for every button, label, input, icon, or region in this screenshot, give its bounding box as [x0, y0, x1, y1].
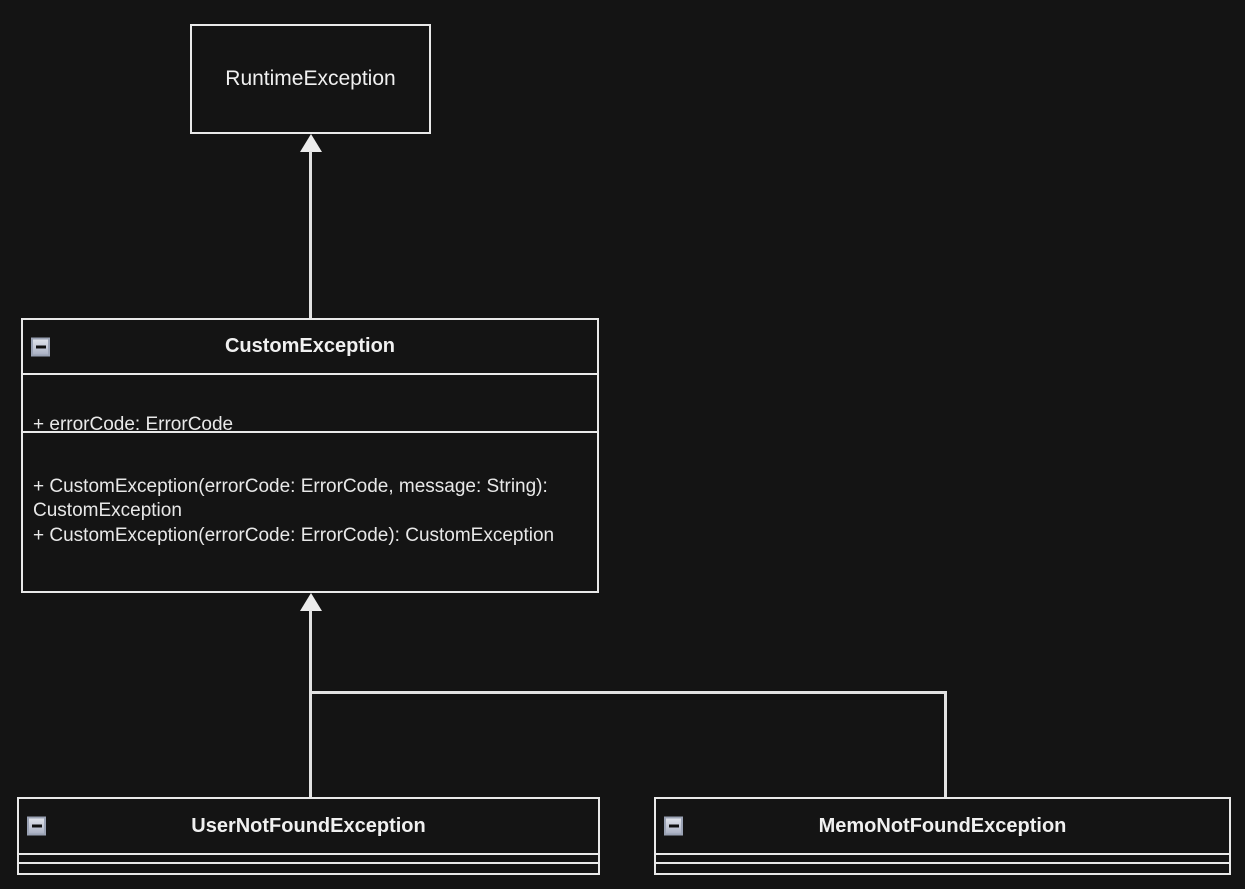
methods-compartment-user-not-found-exception	[19, 862, 598, 871]
collapse-minus-bar	[35, 345, 46, 348]
class-header-runtime-exception: RuntimeException	[192, 26, 429, 132]
methods-compartment-custom-exception: + CustomException(errorCode: ErrorCode, …	[23, 431, 597, 591]
collapse-minus-bar	[668, 824, 679, 828]
class-name-memo-not-found-exception: MemoNotFoundException	[818, 814, 1067, 837]
attributes-compartment-memo-not-found-exception	[656, 853, 1229, 862]
attributes-compartment-user-not-found-exception	[19, 853, 598, 862]
generalization-line-usernotfound-to-custom	[309, 610, 312, 797]
generalization-line-memonotfound-to-custom	[944, 691, 947, 797]
class-box-memo-not-found-exception[interactable]: MemoNotFoundException	[654, 797, 1231, 875]
generalization-arrowhead-to-custom-exception	[300, 593, 322, 611]
methods-compartment-memo-not-found-exception	[656, 862, 1229, 871]
collapse-minus-icon[interactable]	[664, 816, 683, 836]
class-header-custom-exception: CustomException	[23, 320, 597, 373]
class-box-runtime-exception[interactable]: RuntimeException	[190, 24, 431, 134]
method-list-custom-exception: + CustomException(errorCode: ErrorCode, …	[33, 475, 555, 547]
class-header-memo-not-found-exception: MemoNotFoundException	[656, 799, 1229, 853]
class-name-runtime-exception: RuntimeException	[225, 67, 396, 90]
generalization-arrowhead-to-runtime-exception	[300, 134, 322, 152]
generalization-line-custom-to-runtime	[309, 151, 312, 318]
attribute-error-code: + errorCode: ErrorCode	[33, 413, 234, 435]
class-name-custom-exception: CustomException	[224, 335, 396, 357]
generalization-branch-horizontal-memonotfound	[309, 691, 947, 694]
class-box-custom-exception[interactable]: CustomException + errorCode: ErrorCode +…	[21, 318, 599, 593]
collapse-minus-bar	[31, 824, 42, 828]
attributes-compartment-custom-exception: + errorCode: ErrorCode	[23, 373, 597, 435]
collapse-minus-icon[interactable]	[31, 337, 50, 356]
class-header-user-not-found-exception: UserNotFoundException	[19, 799, 598, 853]
collapse-minus-icon[interactable]	[27, 816, 46, 836]
class-box-user-not-found-exception[interactable]: UserNotFoundException	[17, 797, 600, 875]
class-name-user-not-found-exception: UserNotFoundException	[191, 814, 426, 837]
